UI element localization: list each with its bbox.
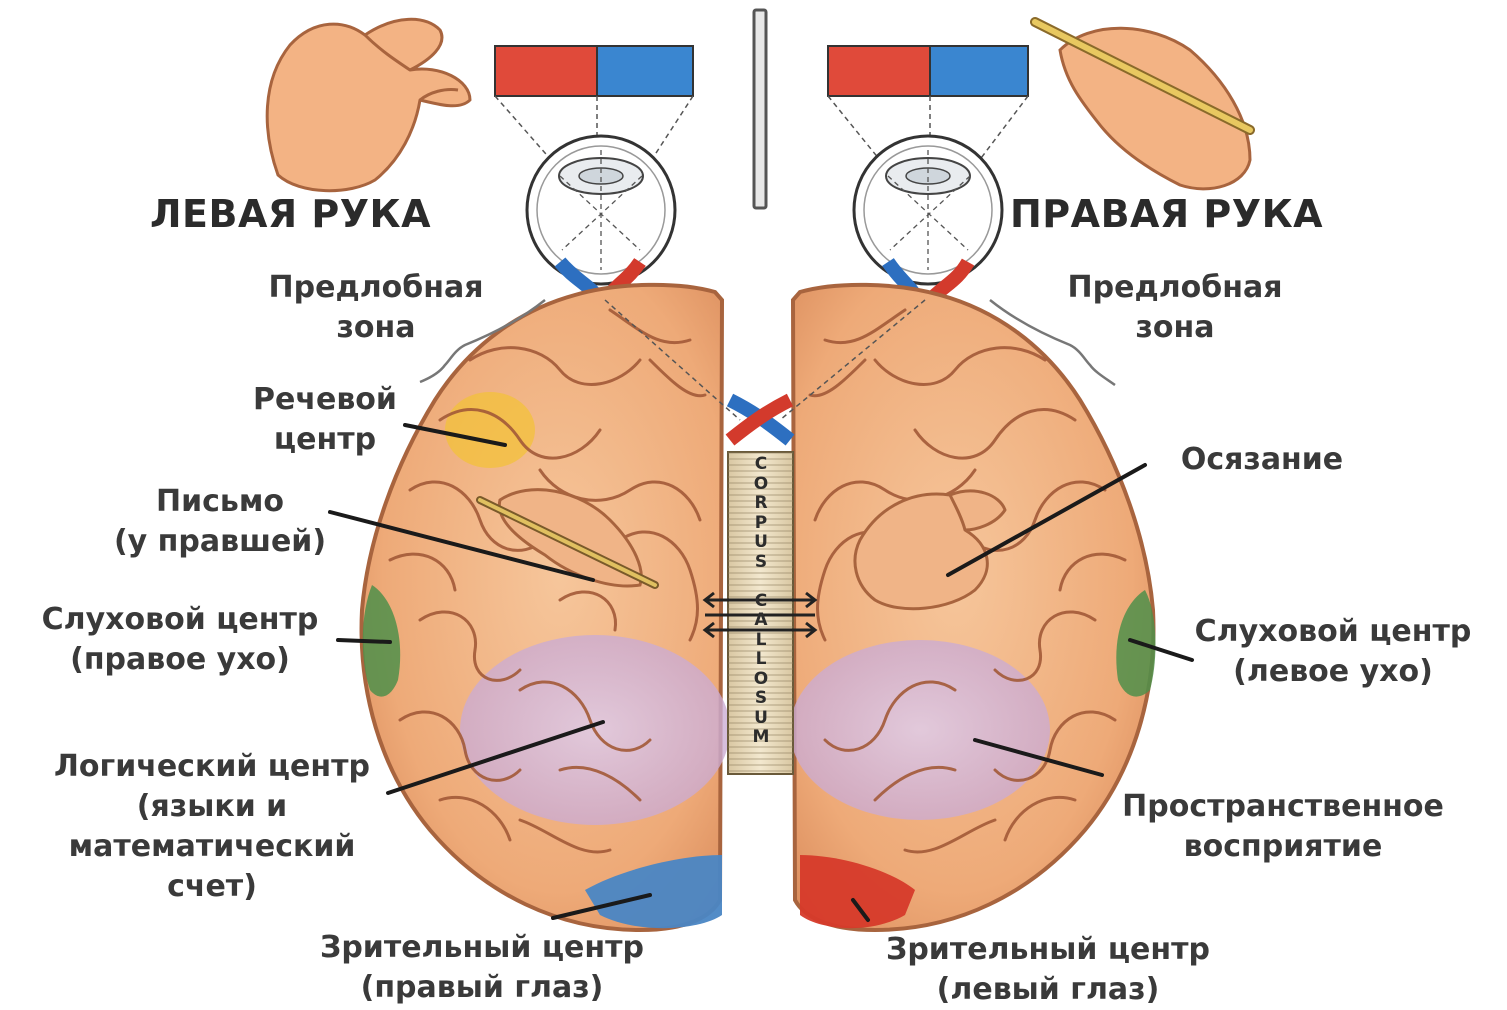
corpus-callosum-letter: P — [749, 514, 773, 534]
label-speech-line1: Речевой — [253, 380, 397, 420]
label-prefrontal-left-line2: зона — [269, 308, 484, 348]
label-vision-right-line2: (левый глаз) — [886, 970, 1210, 1010]
right-hand-illustration — [1035, 22, 1250, 189]
speech-zone — [445, 392, 535, 468]
spatial-zone — [790, 640, 1050, 820]
label-spatial-line2: восприятие — [1122, 827, 1444, 867]
label-hearing-left-line2: (правое ухо) — [42, 640, 319, 680]
label-hearing-right-line1: Слуховой центр — [1195, 612, 1472, 652]
label-vision-left: Зрительный центр (правый глаз) — [320, 928, 644, 1008]
corpus-callosum-letter: C — [749, 592, 773, 612]
left-hemisphere — [362, 285, 730, 930]
corpus-callosum-letter: O — [749, 670, 773, 690]
corpus-callosum-letter: L — [749, 631, 773, 651]
corpus-callosum-letter: R — [749, 494, 773, 514]
label-vision-right-line1: Зрительный центр — [886, 930, 1210, 970]
label-prefrontal-left-line1: Предлобная — [269, 268, 484, 308]
blue-square-left — [597, 46, 693, 96]
label-writing-line1: Письмо — [114, 482, 326, 522]
label-hearing-left-line1: Слуховой центр — [42, 600, 319, 640]
corpus-callosum-letter: U — [749, 709, 773, 729]
label-vision-left-line2: (правый глаз) — [320, 968, 644, 1008]
label-prefrontal-right-line2: зона — [1068, 308, 1283, 348]
label-logic: Логический центр (языки и математический… — [54, 747, 370, 907]
corpus-callosum-letter: L — [749, 650, 773, 670]
label-logic-line2: (языки и — [54, 787, 370, 827]
label-logic-line3: математический — [54, 827, 370, 867]
label-logic-line4: счет) — [54, 867, 370, 907]
label-vision-right: Зрительный центр (левый глаз) — [886, 930, 1210, 1010]
right-hemisphere — [790, 285, 1155, 930]
label-writing-line2: (у правшей) — [114, 522, 326, 562]
corpus-callosum-letter: U — [749, 533, 773, 553]
corpus-callosum-letter: C — [749, 455, 773, 475]
right-eye — [854, 136, 1002, 284]
label-prefrontal-right-line1: Предлобная — [1068, 268, 1283, 308]
label-logic-line1: Логический центр — [54, 747, 370, 787]
corpus-callosum-letter: S — [749, 689, 773, 709]
corpus-callosum-letter: M — [749, 728, 773, 748]
corpus-callosum-letter — [749, 572, 773, 592]
label-hearing-right: Слуховой центр (левое ухо) — [1195, 612, 1472, 692]
label-hearing-left: Слуховой центр (правое ухо) — [42, 600, 319, 680]
label-touch-line1: Осязание — [1181, 440, 1343, 480]
red-square-left — [495, 46, 597, 96]
label-writing: Письмо (у правшей) — [114, 482, 326, 562]
label-spatial-line1: Пространственное — [1122, 787, 1444, 827]
divider-bar — [754, 10, 766, 208]
corpus-callosum-letter: S — [749, 553, 773, 573]
left-eye — [527, 136, 675, 284]
left-hand-illustration — [267, 19, 470, 190]
label-vision-left-line1: Зрительный центр — [320, 928, 644, 968]
corpus-callosum-letter: A — [749, 611, 773, 631]
label-hearing-right-line2: (левое ухо) — [1195, 652, 1472, 692]
label-speech: Речевой центр — [253, 380, 397, 460]
label-touch: Осязание — [1181, 440, 1343, 480]
left-visual-field — [495, 46, 693, 300]
heading-right-hand: ПРАВАЯ РУКА — [1010, 192, 1323, 236]
right-visual-field — [828, 46, 1028, 300]
label-speech-line2: центр — [253, 420, 397, 460]
label-prefrontal-left: Предлобная зона — [269, 268, 484, 348]
blue-square-right — [930, 46, 1028, 96]
red-square-right — [828, 46, 930, 96]
heading-left-hand: ЛЕВАЯ РУКА — [150, 192, 431, 236]
label-prefrontal-right: Предлобная зона — [1068, 268, 1283, 348]
corpus-callosum-letter: O — [749, 475, 773, 495]
label-spatial: Пространственное восприятие — [1122, 787, 1444, 867]
